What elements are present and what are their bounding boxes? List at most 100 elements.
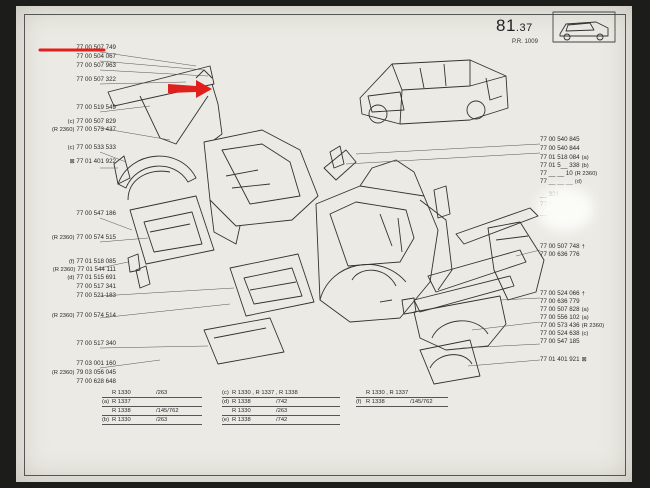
wheel-arch-left bbox=[117, 155, 197, 201]
left-part-label: ⊠77 01 401 922 bbox=[70, 158, 116, 166]
part-variant-marker: ⊠ bbox=[69, 159, 75, 165]
page-frame bbox=[24, 14, 626, 476]
part-number: 77 00 517 340 bbox=[76, 340, 116, 347]
rear-wing-panel bbox=[487, 221, 545, 301]
right-part-label: 77 00 573 436(R 2360) bbox=[540, 322, 606, 330]
part-variant-marker: (d) bbox=[67, 275, 75, 281]
part-number: 77 00 547 185 bbox=[540, 338, 580, 345]
model-range: /263 bbox=[156, 390, 168, 396]
left-part-label: 77 00 547 186 bbox=[76, 210, 116, 217]
part-number: 77 00 507 749 bbox=[76, 44, 116, 51]
applicability-row: R 1338/145/762 bbox=[102, 407, 202, 416]
left-part-label: (c)77 00 533 533 bbox=[68, 144, 116, 152]
part-number: 77 __ __ __ bbox=[540, 178, 573, 185]
part-number: 77 00 504 067 bbox=[76, 53, 116, 60]
part-number: 77 00 507 828 bbox=[540, 306, 580, 313]
part-number: 77 01 401 922 bbox=[76, 158, 116, 165]
left-part-label: 77 00 519 549 bbox=[76, 104, 116, 111]
variant-mark: (a) bbox=[102, 399, 110, 405]
part-number: 77 01 544 111 bbox=[77, 266, 116, 273]
part-variant-marker: (a) bbox=[581, 155, 589, 161]
car-body-overview bbox=[359, 59, 509, 125]
corner-brackets bbox=[113, 155, 151, 289]
part-variant-marker: (b) bbox=[581, 163, 589, 169]
part-number: 79 03 056 045 bbox=[76, 369, 116, 376]
applicability-row: (d)R 1338/742 bbox=[222, 398, 340, 407]
model-code: R 1338 bbox=[232, 417, 251, 423]
part-number: 77 00 573 437 bbox=[76, 126, 116, 133]
part-number: 77 00 540 844 bbox=[540, 145, 580, 152]
part-variant-marker: (c) bbox=[67, 119, 75, 125]
page-header: 81.37 P.R. 1009 bbox=[486, 10, 636, 50]
part-number: 77 01 518 085 bbox=[76, 258, 116, 265]
body-side-shell bbox=[315, 159, 439, 323]
red-arrow-icon bbox=[168, 80, 212, 98]
left-part-label: 77 03 001 160 bbox=[76, 360, 116, 367]
inner-wheel-arch bbox=[419, 339, 481, 385]
left-part-label: 77 00 517 341 bbox=[76, 283, 116, 290]
right-part-label: 77 00 524 066† bbox=[540, 290, 587, 298]
part-number: 77 00 540 845 bbox=[540, 136, 580, 143]
left-part-label: (d)77 01 515 691 bbox=[67, 274, 116, 282]
right-part-label: 77 01 5__ 338(b) bbox=[540, 162, 591, 170]
page-reference: P.R. 1009 bbox=[512, 39, 538, 45]
part-variant-marker: (d) bbox=[574, 179, 582, 185]
part-number: 77 00 507 963 bbox=[76, 62, 116, 69]
part-number: 77 00 547 186 bbox=[76, 210, 116, 217]
applicability-row: R 1330 , R 1337 bbox=[356, 389, 448, 398]
left-part-label: (c)77 00 507 829 bbox=[68, 118, 116, 126]
part-variant-marker: (R 2360) bbox=[51, 313, 75, 319]
applicability-row: R 1330/263 bbox=[222, 407, 340, 416]
applicability-row: (c)R 1330 , R 1337 , R 1338 bbox=[222, 389, 340, 398]
right-part-label: 77 01 518 084(a) bbox=[540, 154, 591, 162]
car-thumbnail-icon bbox=[552, 11, 616, 43]
variant-mark: (d) bbox=[222, 399, 230, 405]
part-variant-marker: (f) bbox=[68, 259, 75, 265]
part-number: 77 03 001 160 bbox=[76, 360, 116, 367]
b-pillar-rail bbox=[323, 149, 453, 291]
sill-panel-lower bbox=[413, 249, 527, 313]
door-trim-panel-middle bbox=[229, 253, 315, 317]
part-variant-marker: (a) bbox=[581, 307, 589, 313]
leader-lines bbox=[99, 51, 541, 369]
right-part-label: 77 00 507 828(a) bbox=[540, 306, 591, 314]
left-part-label: (R 2360)77 00 573 437 bbox=[52, 126, 116, 134]
part-variant-marker: (a) bbox=[581, 315, 589, 321]
variant-mark: (b) bbox=[102, 417, 110, 423]
left-part-label: (R 2360)79 03 056 045 bbox=[52, 369, 116, 377]
inner-quarter-panel bbox=[203, 129, 319, 245]
model-code: R 1330 , R 1337 bbox=[366, 390, 409, 396]
part-variant-marker: (R 2360) bbox=[52, 267, 76, 273]
sill-panel-upper bbox=[455, 207, 539, 245]
applicability-row: (a)R 1337 bbox=[102, 398, 202, 407]
right-part-label: 77 00 636 776 bbox=[540, 251, 580, 258]
right-part-label: 77 __ __ 10(R 2360) bbox=[540, 170, 599, 178]
model-range: /145/762 bbox=[410, 399, 433, 405]
model-code: R 1330 bbox=[112, 417, 131, 423]
variant-mark: (e) bbox=[222, 417, 230, 423]
part-number: 77 01 515 691 bbox=[76, 274, 116, 281]
right-part-label: 77 00 540 844 bbox=[540, 145, 580, 152]
applicability-row: R 1330/263 bbox=[102, 389, 202, 398]
left-part-label: 77 00 507 749 bbox=[76, 44, 116, 51]
left-part-label: 77 00 507 963 bbox=[76, 62, 116, 69]
left-part-label: (R 2360)77 01 544 111 bbox=[53, 266, 116, 274]
part-variant-marker: ⊠ bbox=[581, 357, 587, 363]
right-part-label: 77 00 547 185 bbox=[540, 338, 580, 345]
model-code: R 1338 bbox=[232, 399, 251, 405]
part-variant-marker: † bbox=[581, 244, 585, 250]
applicability-column: (c)R 1330 , R 1337 , R 1338(d)R 1338/742… bbox=[222, 389, 340, 425]
part-number: 77 00 574 515 bbox=[76, 234, 116, 241]
part-number: 77 01 5__ 338 bbox=[540, 162, 580, 169]
applicability-row: (f)R 1338/145/762 bbox=[356, 398, 448, 407]
part-number: 77 00 533 533 bbox=[76, 144, 116, 151]
part-number: 77 00 556 102 bbox=[540, 314, 580, 321]
door-trim-panel-upper bbox=[129, 195, 215, 265]
model-code: R 1338 bbox=[366, 399, 385, 405]
right-part-label: 77 00 540 845 bbox=[540, 136, 580, 143]
part-variant-marker: (R 2360) bbox=[581, 323, 605, 329]
left-part-label: (R 2360)77 00 574 515 bbox=[52, 234, 116, 242]
